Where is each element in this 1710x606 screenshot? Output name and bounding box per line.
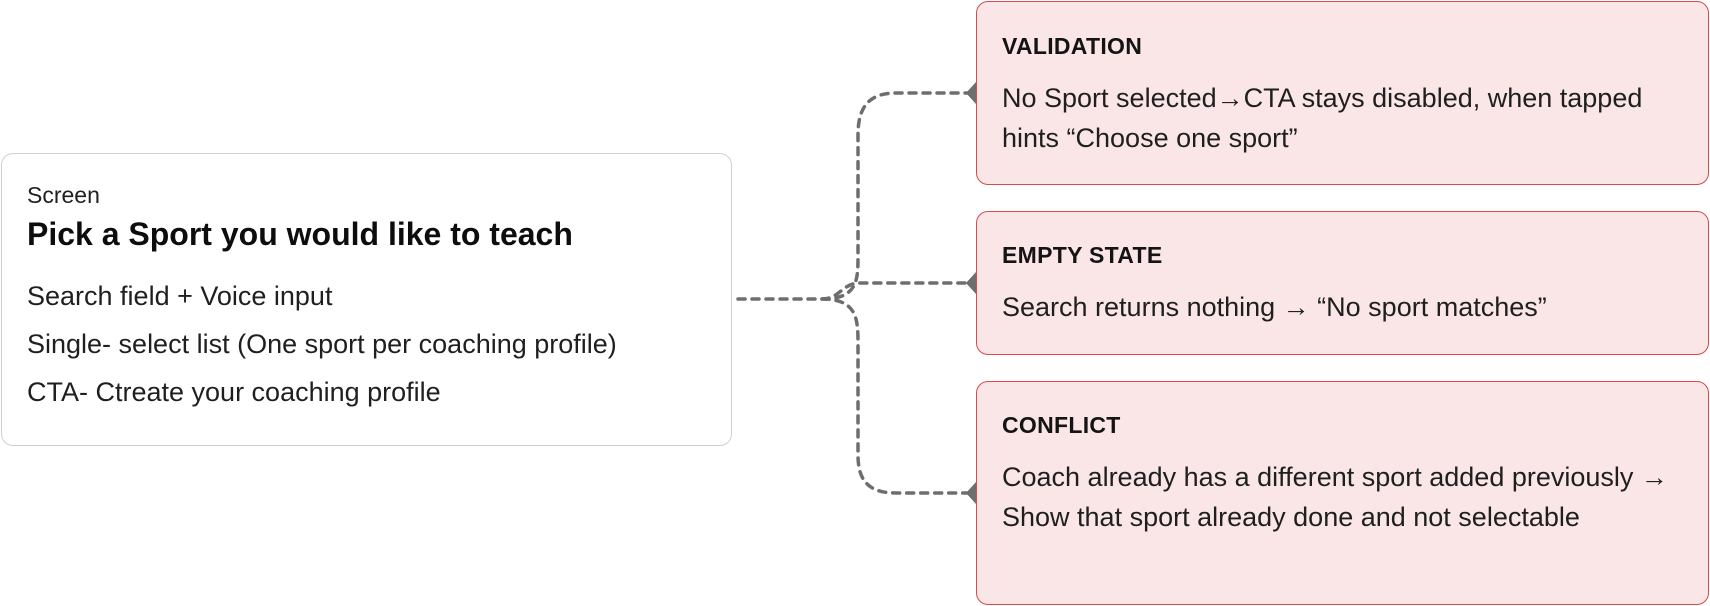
- validation-note-title: VALIDATION: [1002, 33, 1143, 59]
- screen-label: Screen: [27, 182, 100, 208]
- screen-feature-list: Search field + Voice input Single- selec…: [27, 272, 706, 416]
- screen-card: Screen Pick a Sport you would like to te…: [1, 153, 732, 446]
- connector-conflict: [820, 297, 970, 495]
- connector-empty-state: [820, 281, 970, 301]
- screen-feature-item: CTA- Ctreate your coaching profile: [27, 377, 441, 407]
- empty-state-note-title: EMPTY STATE: [1002, 242, 1163, 268]
- screen-feature-item: Search field + Voice input: [27, 281, 333, 311]
- conflict-note-title: CONFLICT: [1002, 412, 1121, 438]
- conflict-note-body: Coach already has a different sport adde…: [1002, 462, 1668, 532]
- conflict-note-card: CONFLICT Coach already has a different s…: [976, 381, 1709, 605]
- empty-state-note-card: EMPTY STATE Search returns nothing → “No…: [976, 211, 1709, 355]
- validation-note-body: No Sport selected→CTA stays disabled, wh…: [1002, 83, 1643, 153]
- validation-note-card: VALIDATION No Sport selected→CTA stays d…: [976, 1, 1709, 185]
- empty-state-note-body: Search returns nothing → “No sport match…: [1002, 292, 1547, 322]
- screen-title: Pick a Sport you would like to teach: [27, 216, 573, 252]
- screen-feature-item: Single- select list (One sport per coach…: [27, 329, 617, 359]
- connector-validation: [820, 91, 970, 301]
